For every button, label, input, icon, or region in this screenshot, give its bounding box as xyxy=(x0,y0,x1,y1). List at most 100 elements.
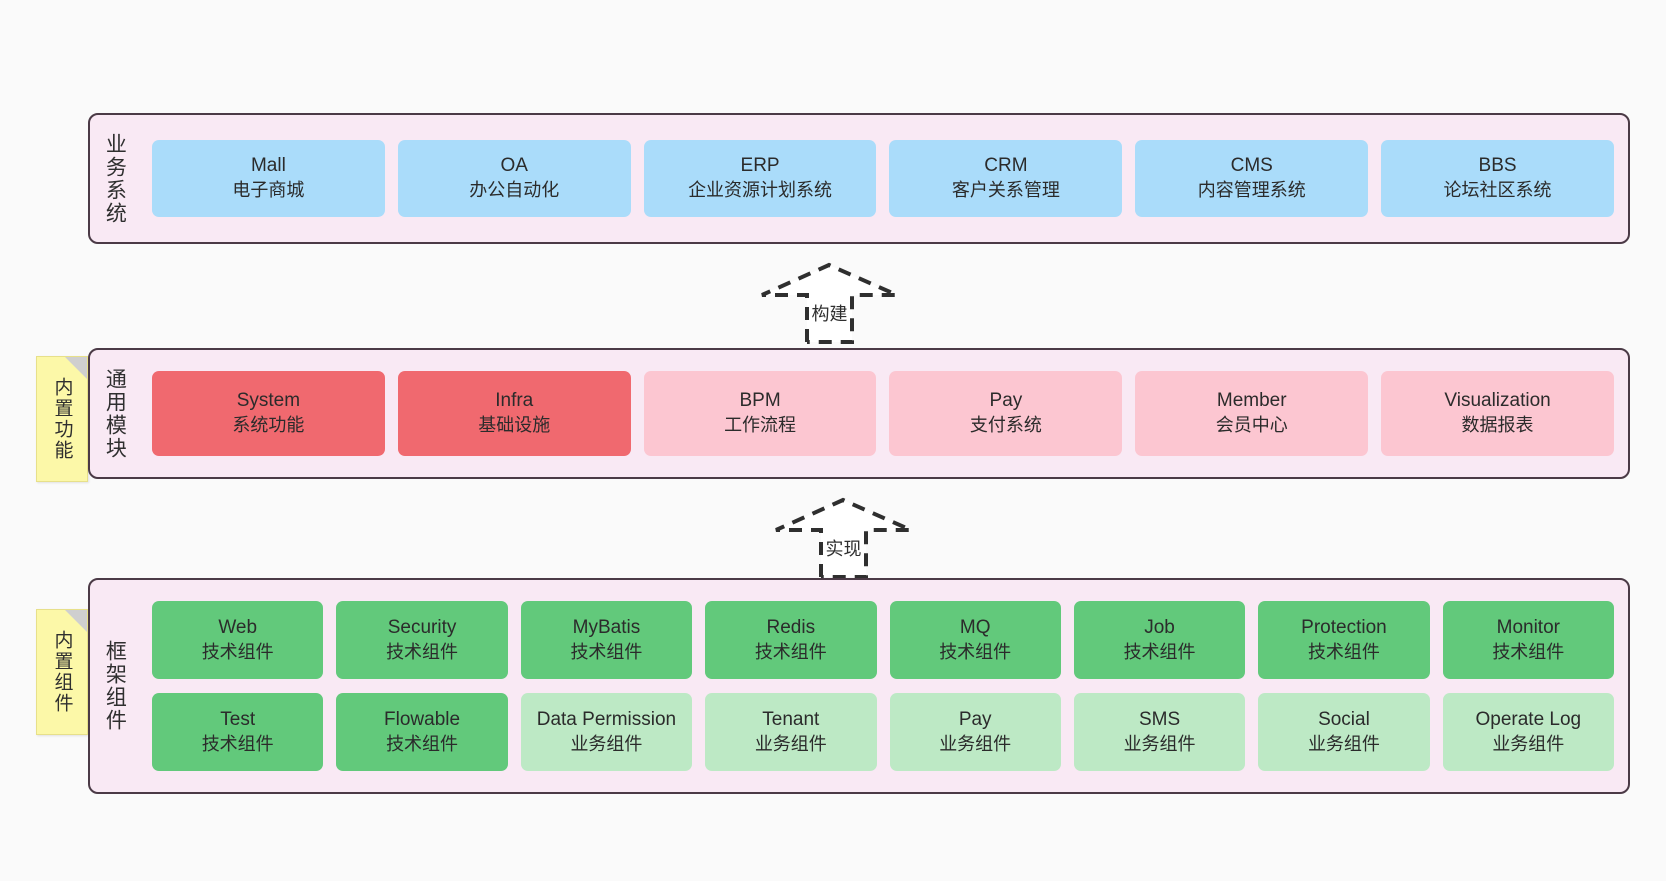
tile-title: Infra xyxy=(495,390,534,412)
tile-title: Pay xyxy=(958,708,992,730)
tile-visualization[interactable]: Visualization 数据报表 xyxy=(1381,371,1614,456)
tile-subtitle: 数据报表 xyxy=(1461,415,1534,436)
layer-framework-components: 框架组件 Web 技术组件 Security 技术组件 MyBatis 技术组件… xyxy=(88,578,1630,794)
tile-title: Flowable xyxy=(384,708,461,730)
tile-title: Protection xyxy=(1301,616,1387,638)
tile-sms[interactable]: SMS 业务组件 xyxy=(1073,693,1246,771)
tile-cms[interactable]: CMS 内容管理系统 xyxy=(1135,140,1369,217)
tile-title: Member xyxy=(1216,390,1287,412)
tile-title: Tenant xyxy=(762,708,820,730)
tile-subtitle: 办公自动化 xyxy=(469,180,560,201)
sticky-note-label: 内置组件 xyxy=(51,630,73,714)
tile-subtitle: 内容管理系统 xyxy=(1197,180,1306,201)
tile-subtitle: 业务组件 xyxy=(570,733,643,754)
tile-data-permission[interactable]: Data Permission 业务组件 xyxy=(520,693,693,771)
sticky-note-builtin-components: 内置组件 xyxy=(36,609,88,735)
tile-subtitle: 电子商城 xyxy=(232,180,305,201)
tile-title: OA xyxy=(500,155,528,177)
tile-title: Monitor xyxy=(1496,616,1560,638)
tile-title: SMS xyxy=(1138,708,1181,730)
framework-row-business: Test 技术组件 Flowable 技术组件 Data Permission … xyxy=(152,693,1614,771)
sticky-note-label: 内置功能 xyxy=(51,377,73,461)
tile-title: Web xyxy=(218,616,258,638)
tile-mybatis[interactable]: MyBatis 技术组件 xyxy=(520,601,693,679)
tile-subtitle: 技术组件 xyxy=(386,733,459,754)
tile-subtitle: 企业资源计划系统 xyxy=(688,180,833,201)
tile-protection[interactable]: Protection 技术组件 xyxy=(1258,601,1430,679)
tile-subtitle: 业务组件 xyxy=(1492,733,1565,754)
tile-title: CMS xyxy=(1230,155,1273,177)
tile-subtitle: 业务组件 xyxy=(1123,733,1196,754)
layer-modules-tiles: System 系统功能 Infra 基础设施 BPM 工作流程 Pay 支付系统… xyxy=(138,350,1628,477)
tile-subtitle: 技术组件 xyxy=(386,641,459,662)
tile-subtitle: 工作流程 xyxy=(724,415,797,436)
layer-label-common-modules: 通用模块 xyxy=(103,367,127,460)
tile-monitor[interactable]: Monitor 技术组件 xyxy=(1442,601,1614,679)
tile-subtitle: 业务组件 xyxy=(1307,733,1380,754)
tile-title: MQ xyxy=(959,616,991,638)
tile-pay-component[interactable]: Pay 业务组件 xyxy=(889,693,1061,771)
layer-framework-tiles: Web 技术组件 Security 技术组件 MyBatis 技术组件 Redi… xyxy=(138,580,1628,792)
tile-mq[interactable]: MQ 技术组件 xyxy=(889,601,1061,679)
tile-pay-module[interactable]: Pay 支付系统 xyxy=(889,371,1123,456)
tile-subtitle: 会员中心 xyxy=(1215,415,1288,436)
tile-subtitle: 系统功能 xyxy=(232,415,305,436)
tile-bpm[interactable]: BPM 工作流程 xyxy=(643,371,877,456)
tile-title: Data Permission xyxy=(536,708,677,730)
tile-title: Redis xyxy=(766,616,816,638)
tile-title: Social xyxy=(1318,708,1370,730)
sticky-fold-corner-icon xyxy=(65,610,87,632)
tile-title: ERP xyxy=(740,155,780,177)
tile-title: Security xyxy=(387,616,457,638)
tile-system[interactable]: System 系统功能 xyxy=(152,371,385,456)
framework-row-technical: Web 技术组件 Security 技术组件 MyBatis 技术组件 Redi… xyxy=(152,601,1614,679)
tile-subtitle: 技术组件 xyxy=(201,641,274,662)
tile-subtitle: 技术组件 xyxy=(1307,641,1380,662)
tile-erp[interactable]: ERP 企业资源计划系统 xyxy=(643,140,877,217)
tile-title: Pay xyxy=(989,390,1023,412)
tile-title: Job xyxy=(1144,616,1175,638)
tile-subtitle: 技术组件 xyxy=(754,641,827,662)
tile-crm[interactable]: CRM 客户关系管理 xyxy=(889,140,1123,217)
tile-job[interactable]: Job 技术组件 xyxy=(1073,601,1246,679)
tile-title: BBS xyxy=(1478,155,1517,177)
arrow-build-label: 构建 xyxy=(811,304,848,324)
sticky-fold-corner-icon xyxy=(65,357,87,379)
tile-mall[interactable]: Mall 电子商城 xyxy=(152,140,385,217)
tile-web[interactable]: Web 技术组件 xyxy=(152,601,324,679)
layer-business-systems: 业务系统 Mall 电子商城 OA 办公自动化 ERP 企业资源计划系统 CRM… xyxy=(88,113,1630,244)
layer-label-framework-components: 框架组件 xyxy=(103,640,127,732)
tile-subtitle: 客户关系管理 xyxy=(951,180,1060,201)
tile-oa[interactable]: OA 办公自动化 xyxy=(397,140,631,217)
tile-title: CRM xyxy=(984,155,1028,177)
tile-social[interactable]: Social 业务组件 xyxy=(1258,693,1430,771)
tile-infra[interactable]: Infra 基础设施 xyxy=(397,371,631,456)
tile-subtitle: 基础设施 xyxy=(478,415,551,436)
tile-title: MyBatis xyxy=(572,616,641,638)
tile-tenant[interactable]: Tenant 业务组件 xyxy=(705,693,877,771)
arrow-implement-icon xyxy=(775,497,912,579)
tile-bbs[interactable]: BBS 论坛社区系统 xyxy=(1381,140,1614,217)
tile-subtitle: 业务组件 xyxy=(754,733,827,754)
tile-subtitle: 技术组件 xyxy=(939,641,1012,662)
tile-operate-log[interactable]: Operate Log 业务组件 xyxy=(1442,693,1614,771)
tile-redis[interactable]: Redis 技术组件 xyxy=(705,601,877,679)
tile-test[interactable]: Test 技术组件 xyxy=(152,693,324,771)
arrow-build: 构建 xyxy=(757,262,902,344)
tile-title: BPM xyxy=(739,390,781,412)
tile-subtitle: 业务组件 xyxy=(939,733,1012,754)
tile-member[interactable]: Member 会员中心 xyxy=(1135,371,1369,456)
tile-title: Operate Log xyxy=(1475,708,1582,730)
tile-subtitle: 论坛社区系统 xyxy=(1443,180,1552,201)
tile-title: System xyxy=(236,390,301,412)
tile-subtitle: 技术组件 xyxy=(570,641,643,662)
sticky-note-builtin-features: 内置功能 xyxy=(36,356,88,482)
tile-security[interactable]: Security 技术组件 xyxy=(336,601,508,679)
arrow-implement: 实现 xyxy=(771,497,916,579)
tile-title: Test xyxy=(220,708,256,730)
tile-flowable[interactable]: Flowable 技术组件 xyxy=(336,693,508,771)
tile-subtitle: 支付系统 xyxy=(969,415,1042,436)
tile-subtitle: 技术组件 xyxy=(1492,641,1565,662)
layer-label-business-systems: 业务系统 xyxy=(103,132,127,225)
arrow-build-icon xyxy=(761,262,898,344)
